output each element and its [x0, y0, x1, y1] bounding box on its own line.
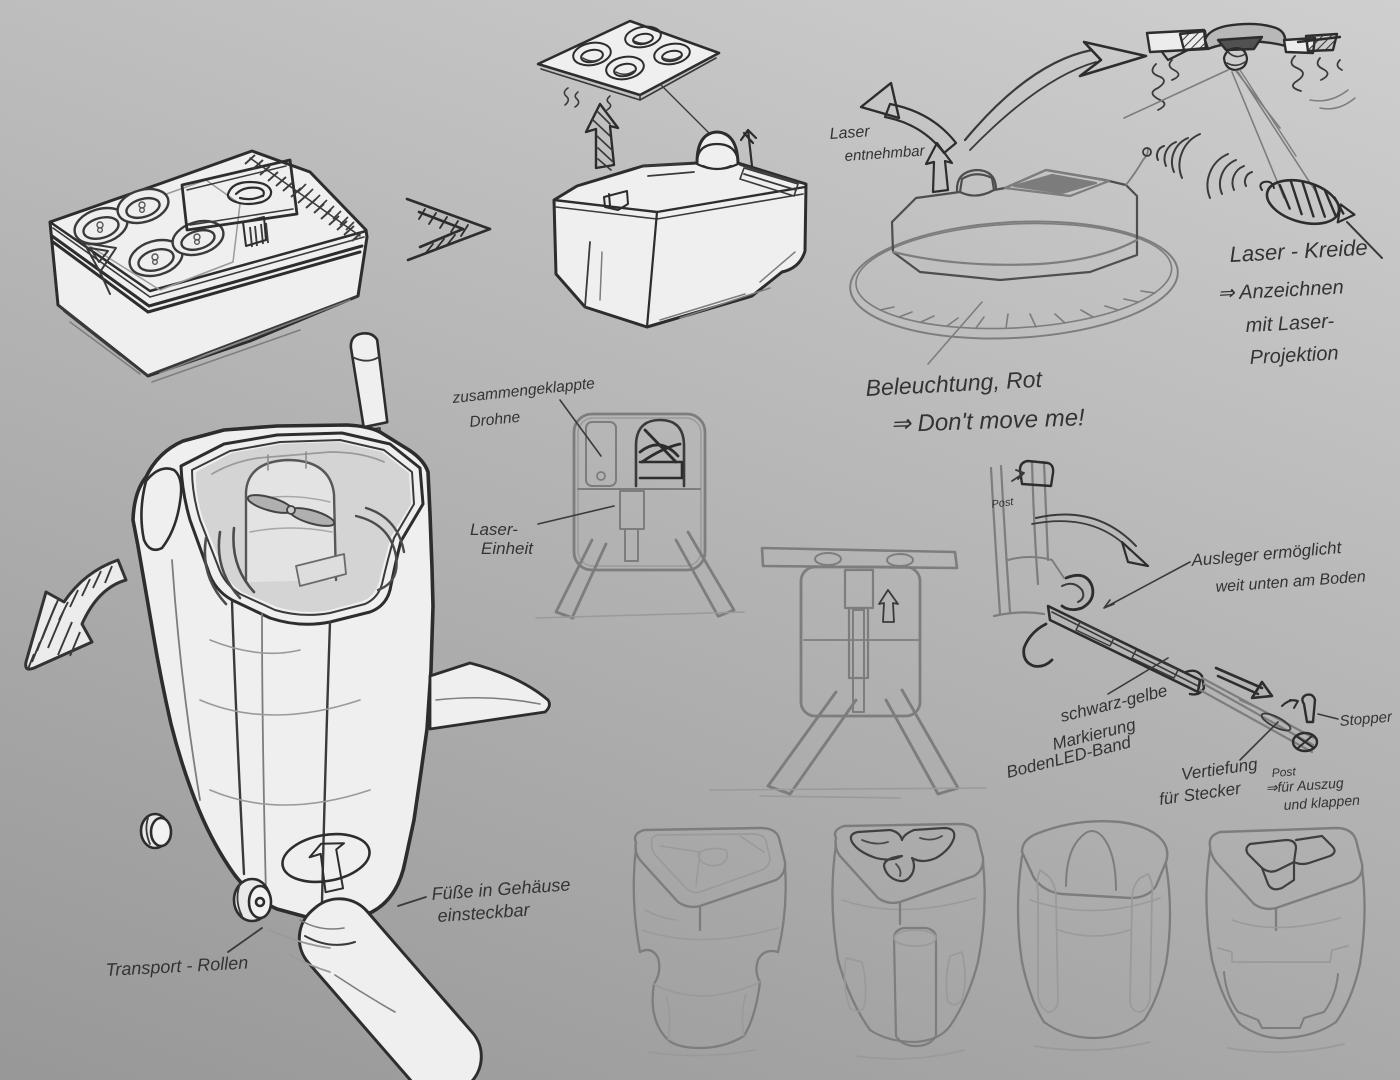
svg-text:und klappen: und klappen: [1283, 792, 1360, 813]
svg-text:Einheit: Einheit: [481, 539, 534, 558]
svg-text:entnehmbar: entnehmbar: [844, 142, 926, 165]
svg-text:Post: Post: [1271, 764, 1297, 780]
svg-text:⇒für Auszug: ⇒für Auszug: [1265, 775, 1344, 796]
svg-text:Laser: Laser: [829, 123, 871, 143]
svg-text:Stopper: Stopper: [1339, 708, 1394, 730]
svg-text:Laser-: Laser-: [470, 520, 518, 539]
svg-text:Projektion: Projektion: [1249, 342, 1339, 369]
svg-text:mit Laser-: mit Laser-: [1245, 310, 1335, 337]
svg-text:Drohne: Drohne: [469, 409, 522, 431]
svg-text:Post: Post: [991, 496, 1015, 511]
